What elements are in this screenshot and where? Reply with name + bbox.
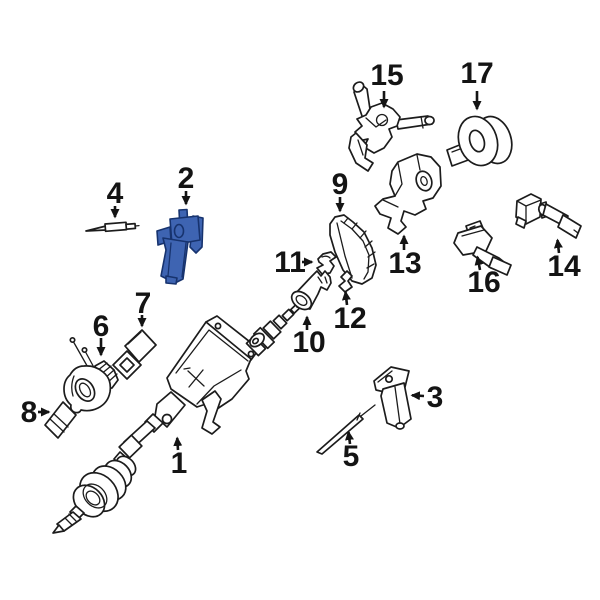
part-2-detail [173,223,185,239]
part-5-rod [316,414,364,455]
part-17-hole [468,129,486,153]
callout-3-arrow [410,391,425,401]
part-12-drawing[interactable] [338,270,353,293]
part-17-drawing[interactable] [446,111,518,170]
part-12-clip [338,270,353,293]
part-14-paddle [557,214,582,239]
part-1-fork-hole [161,413,173,425]
part-1-drawing[interactable] [52,303,301,534]
part-4-stub [125,222,137,231]
callout-11-label[interactable]: 11 [274,246,306,279]
part-16-drawing[interactable] [453,220,512,276]
part-8-drawing[interactable] [44,401,77,439]
part-1-screw [247,350,255,358]
callout-labels: 1 2 3 4 5 6 7 8 9 10 11 12 13 14 15 16 1… [21,57,581,480]
part-4-sleeve [104,221,128,233]
callout-8-label[interactable]: 8 [21,396,38,429]
part-2-foot [165,275,178,285]
part-4-drawing[interactable] [85,221,140,233]
part-1-clamp [144,413,164,433]
part-5-drawing[interactable] [316,404,376,455]
callout-14-arrow [553,238,563,254]
part-11-clip [316,251,337,275]
part-9-drawing[interactable] [329,214,377,285]
part-1-screw [214,322,222,330]
callout-6-label[interactable]: 6 [93,310,110,343]
part-13-housing [374,153,442,235]
callout-10-label[interactable]: 10 [292,326,325,359]
part-13-drawing[interactable] [374,153,442,235]
callout-4-label[interactable]: 4 [107,177,124,210]
part-4-tip [85,225,107,232]
part-1-x-mark [183,367,205,388]
part-15-drawing[interactable] [348,80,435,172]
part-3-drawing[interactable] [373,366,412,430]
callout-13-label[interactable]: 13 [388,247,421,280]
part-1-boot [72,455,137,518]
part-10-drawing[interactable] [288,270,332,313]
callout-1-arrow [173,436,183,451]
callout-16-arrow [474,255,484,271]
callout-17-label[interactable]: 17 [460,57,493,90]
part-14-drawing[interactable] [515,193,582,239]
part-7-drawing[interactable] [112,329,157,380]
part-14-notch [515,216,527,229]
callout-14-label[interactable]: 14 [547,250,581,283]
part-1-spline-tip [52,505,85,534]
callout-16-label[interactable]: 16 [467,266,500,299]
callout-3-label[interactable]: 3 [427,381,444,414]
callout-1-label[interactable]: 1 [171,447,188,480]
part-1-leg [201,390,222,435]
callout-arrows [38,91,563,451]
callout-5-arrow [345,430,354,445]
callout-15-label[interactable]: 15 [370,59,403,92]
part-15-body [354,102,401,154]
part-2-drawing[interactable] [156,208,204,285]
part-15-skirt [348,132,374,172]
part-1-housing [166,321,252,410]
part-9-cover [329,214,377,285]
callout-12-arrow [341,290,351,306]
part-1-joint [118,434,143,459]
part-11-drawing[interactable] [316,251,337,275]
callout-9-label[interactable]: 9 [332,168,349,201]
part-7-hole [119,357,135,373]
callout-12-label[interactable]: 12 [333,302,366,335]
callout-7-label[interactable]: 7 [135,287,152,320]
callout-2-label[interactable]: 2 [178,162,195,195]
part-16-body [453,225,493,256]
part-16-paddle [488,256,512,276]
part-6-drawing[interactable] [63,336,119,414]
callout-5-label[interactable]: 5 [343,440,360,473]
part-1-boss-hole [251,337,260,345]
part-3-nub [395,422,405,430]
part-14-base [515,193,542,225]
